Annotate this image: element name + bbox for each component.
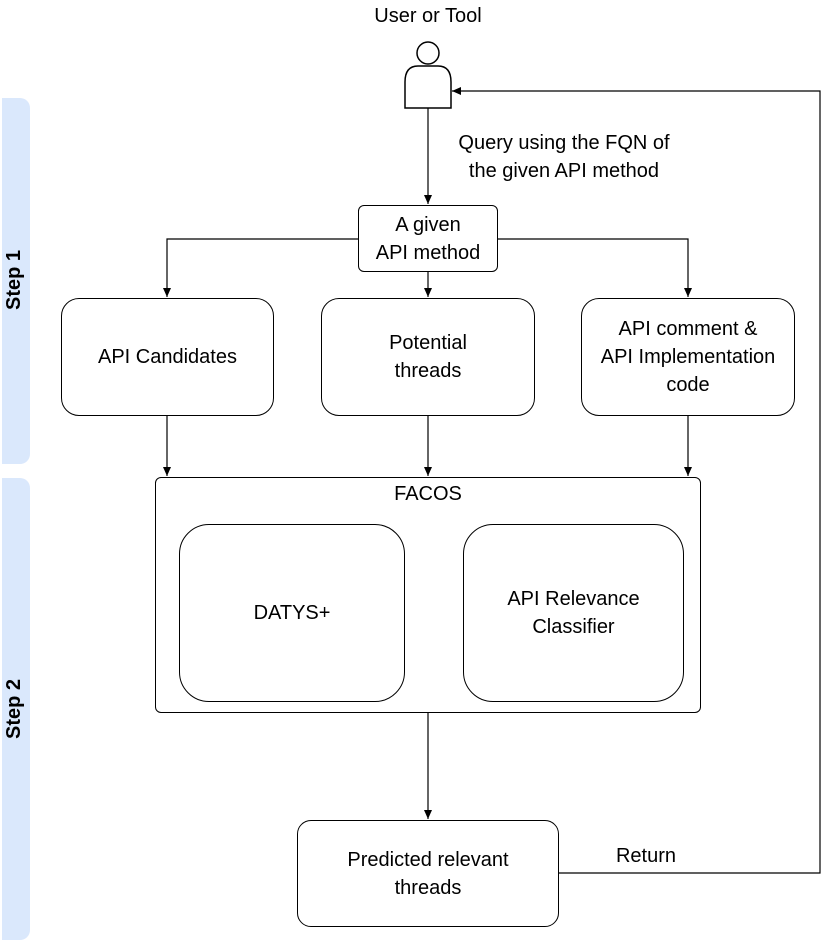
step-1-band	[2, 98, 30, 464]
user-icon	[404, 41, 452, 109]
predicted-threads-node: Predicted relevant threads	[297, 820, 559, 927]
actor-label: User or Tool	[374, 5, 482, 27]
return-label: Return	[615, 845, 677, 867]
facos-title: FACOS	[394, 483, 462, 505]
query-label: Query using the FQN of the given API met…	[458, 132, 670, 182]
edge-to-api-comment	[498, 238, 692, 297]
return-edge	[452, 87, 821, 874]
api-candidates-node: API Candidates	[61, 298, 274, 416]
api-comment-node: API comment & API Implementation code	[581, 298, 795, 416]
potential-threads-node: Potential threads	[321, 298, 535, 416]
api-method-node: A given API method	[358, 205, 498, 272]
step-2-band	[2, 478, 30, 940]
datys-node: DATYS+	[179, 524, 405, 702]
edge-to-api-candidates	[163, 238, 358, 297]
relevance-classifier-node: API Relevance Classifier	[463, 524, 684, 702]
